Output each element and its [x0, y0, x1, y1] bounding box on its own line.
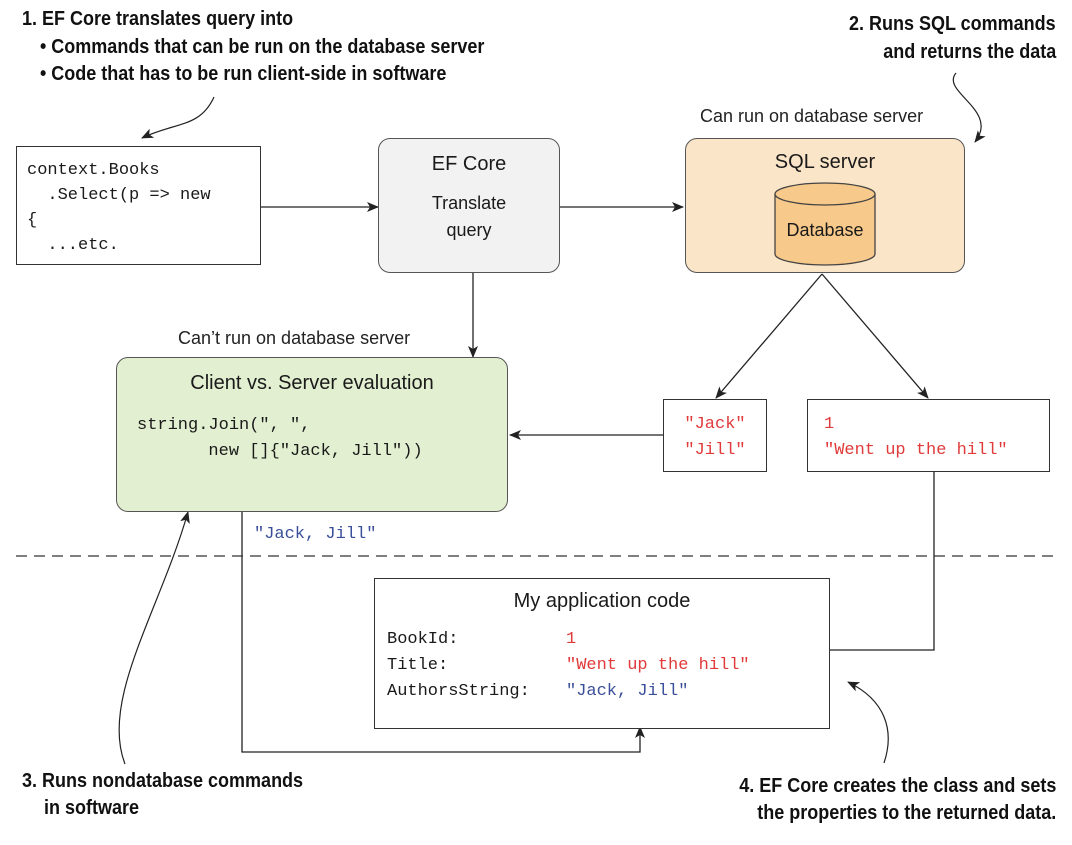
result-book-box: 1 "Went up the hill" [807, 399, 1050, 472]
app-code-box: My application code BookId: 1 Title: "We… [374, 578, 830, 729]
app-row-bookid-value: 1 [566, 630, 577, 649]
step2-line1: 2. Runs SQL commands [849, 13, 1056, 35]
result-name-1: "Jack" [684, 415, 746, 434]
note-cant-run-on-server: Can’t run on database server [178, 328, 411, 348]
app-row-title-value: "Went up the hill" [566, 656, 750, 675]
ef-core-title: EF Core [431, 153, 507, 175]
step2-line2: and returns the data [882, 41, 1056, 63]
joined-authors-value: "Jack, Jill" [254, 525, 377, 544]
app-code-title: My application code [513, 590, 691, 612]
step1-bullet-1: • Commands that can be run on the databa… [40, 36, 485, 58]
client-eval-title: Client vs. Server evaluation [190, 372, 434, 394]
arrow-sql-to-names [715, 273, 823, 399]
step1-bullet-2: • Code that has to be run client-side in… [40, 63, 447, 85]
ef-core-line-1: Translate [431, 193, 507, 213]
query-code-box: context.Books .Select(p => new { ...etc. [16, 146, 261, 265]
app-row-authors-value: "Jack, Jill" [566, 682, 689, 701]
query-line-2: .Select(p => new [27, 186, 211, 205]
step1-bullet-2-text: Code that has to be run client-side in s… [51, 63, 447, 85]
client-eval-code-1: string.Join(", ", [137, 416, 311, 435]
result-book-title: "Went up the hill" [824, 441, 1008, 460]
ef-core-line-2: query [446, 220, 492, 240]
result-name-2: "Jill" [684, 441, 746, 460]
step1-heading: 1. EF Core translates query into [22, 8, 294, 30]
step3-line1: 3. Runs nondatabase commands [22, 770, 304, 792]
client-eval-box: Client vs. Server evaluation string.Join… [116, 357, 508, 512]
query-line-1: context.Books [27, 161, 160, 180]
query-line-4: ...etc. [27, 236, 119, 255]
database-label: Database [786, 220, 864, 240]
sql-server-title: SQL server [774, 151, 876, 173]
result-names-box: "Jack" "Jill" [663, 399, 767, 472]
arrow-book-to-appcode [805, 471, 935, 655]
step1-bullet-1-text: Commands that can be run on the database… [51, 36, 485, 58]
callout-step4 [847, 681, 889, 764]
note-can-run-on-server: Can run on database server [700, 106, 924, 126]
sql-server-box: SQL server Database [685, 138, 965, 273]
arrow-client-to-appcode [241, 512, 645, 753]
result-book-id: 1 [824, 415, 835, 434]
ef-core-box: EF Core Translate query [378, 138, 560, 273]
callout-step1 [141, 96, 215, 139]
app-row-bookid-label: BookId: [387, 630, 459, 649]
database-cylinder-icon [774, 182, 876, 266]
arrow-sql-to-book [821, 273, 929, 399]
callout-step2 [952, 72, 986, 143]
step4-line1: 4. EF Core creates the class and sets [738, 775, 1056, 797]
query-line-3: { [27, 211, 38, 230]
callout-step3 [118, 511, 190, 765]
step3-line2: in software [44, 797, 140, 819]
client-eval-code-2: new []{"Jack, Jill")) [137, 442, 423, 461]
app-row-authors-label: AuthorsString: [387, 682, 530, 701]
app-row-title-label: Title: [387, 656, 449, 675]
step4-line2: the properties to the returned data. [756, 802, 1056, 824]
